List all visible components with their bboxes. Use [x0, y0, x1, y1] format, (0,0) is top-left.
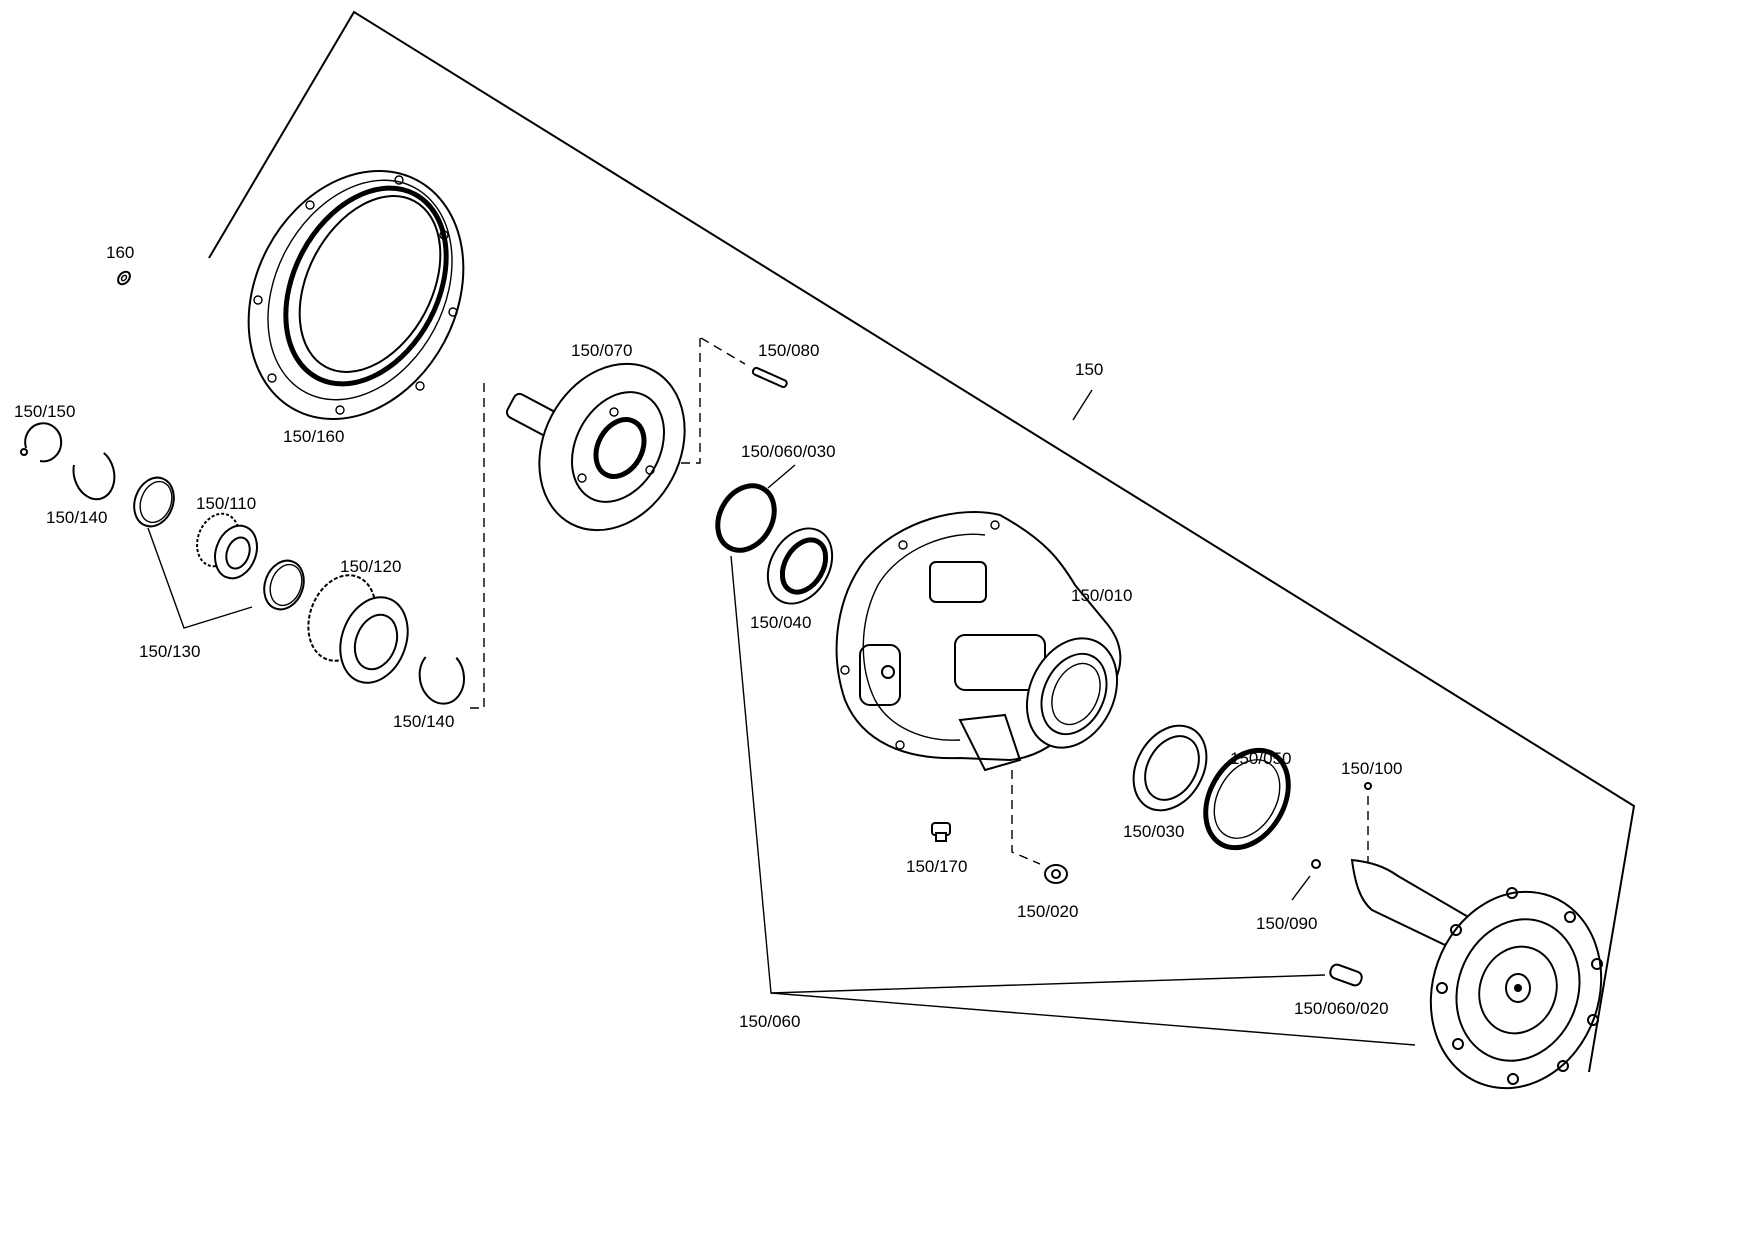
part-150-040-bearing	[766, 527, 834, 605]
assembly-150-outline	[208, 10, 1636, 1073]
part-150-110-gear	[196, 512, 258, 580]
part-150-100-ball	[1364, 782, 1372, 790]
part-150-030-bearing	[1132, 724, 1208, 812]
label-150-120: 150/120	[340, 557, 401, 576]
leader-150-130	[147, 527, 253, 629]
part-150-150-ring-end	[20, 448, 28, 456]
label-150-110: 150/110	[196, 494, 256, 513]
part-output-shaft-flange	[1350, 858, 1603, 1090]
part-150-150-snap-ring	[24, 422, 63, 463]
part-150-050-seal-inner	[1213, 759, 1281, 839]
label-150-060: 150/060	[739, 1012, 800, 1031]
label-150-130: 150/130	[139, 642, 200, 661]
label-150-070: 150/070	[571, 341, 632, 360]
label-160: 160	[106, 243, 134, 262]
part-150-010-housing	[835, 511, 1122, 772]
part-150-080-pin	[751, 366, 788, 389]
guide-150-080	[700, 337, 746, 365]
part-150-140-circlip-a	[72, 452, 116, 501]
part-150-090-ball	[1311, 859, 1321, 869]
part-150-050-seal	[1203, 747, 1291, 851]
label-150-160: 150/160	[283, 427, 344, 446]
part-160-pin	[117, 270, 131, 286]
label-150-060-020: 150/060/020	[1294, 999, 1389, 1018]
label-150-140-b: 150/140	[393, 712, 454, 731]
leader-150-090	[1291, 875, 1311, 901]
label-150-060-030: 150/060/030	[741, 442, 836, 461]
part-150-070-planet-carrier	[505, 362, 686, 532]
part-150-020-nut	[1044, 864, 1068, 884]
label-150-080: 150/080	[758, 341, 819, 360]
part-150-130-ring-b	[263, 559, 305, 611]
guide-150-020	[1011, 770, 1041, 865]
part-150-170-plug	[931, 822, 951, 842]
label-150-030: 150/030	[1123, 822, 1184, 841]
leader-150-060-b	[770, 992, 1416, 1046]
part-150-060-020-stud	[1329, 963, 1363, 987]
part-150-160-ring-gear	[247, 169, 465, 421]
part-150-120-gear	[307, 574, 409, 684]
label-150-140-a: 150/140	[46, 508, 107, 527]
label-150-090: 150/090	[1256, 914, 1317, 933]
guide-150-070-right	[678, 338, 701, 464]
leader-150-060-030	[767, 464, 796, 489]
leader-150	[1072, 389, 1093, 421]
label-150-020: 150/020	[1017, 902, 1078, 921]
part-150-130-ring-b-inner	[269, 563, 303, 607]
label-150-050: 150/050	[1230, 749, 1291, 768]
label-150: 150	[1075, 360, 1103, 379]
part-150-130-ring-a	[133, 476, 175, 528]
part-150-140-circlip-b	[418, 656, 465, 705]
part-150-060-030-ring	[715, 483, 777, 553]
part-150-130-ring-a-inner	[139, 480, 173, 524]
label-150-040: 150/040	[750, 613, 811, 632]
label-150-170: 150/170	[906, 857, 967, 876]
label-150-010: 150/010	[1071, 586, 1132, 605]
label-150-150: 150/150	[14, 402, 75, 421]
guide-150-070-left	[470, 383, 485, 709]
label-150-100: 150/100	[1341, 759, 1402, 778]
